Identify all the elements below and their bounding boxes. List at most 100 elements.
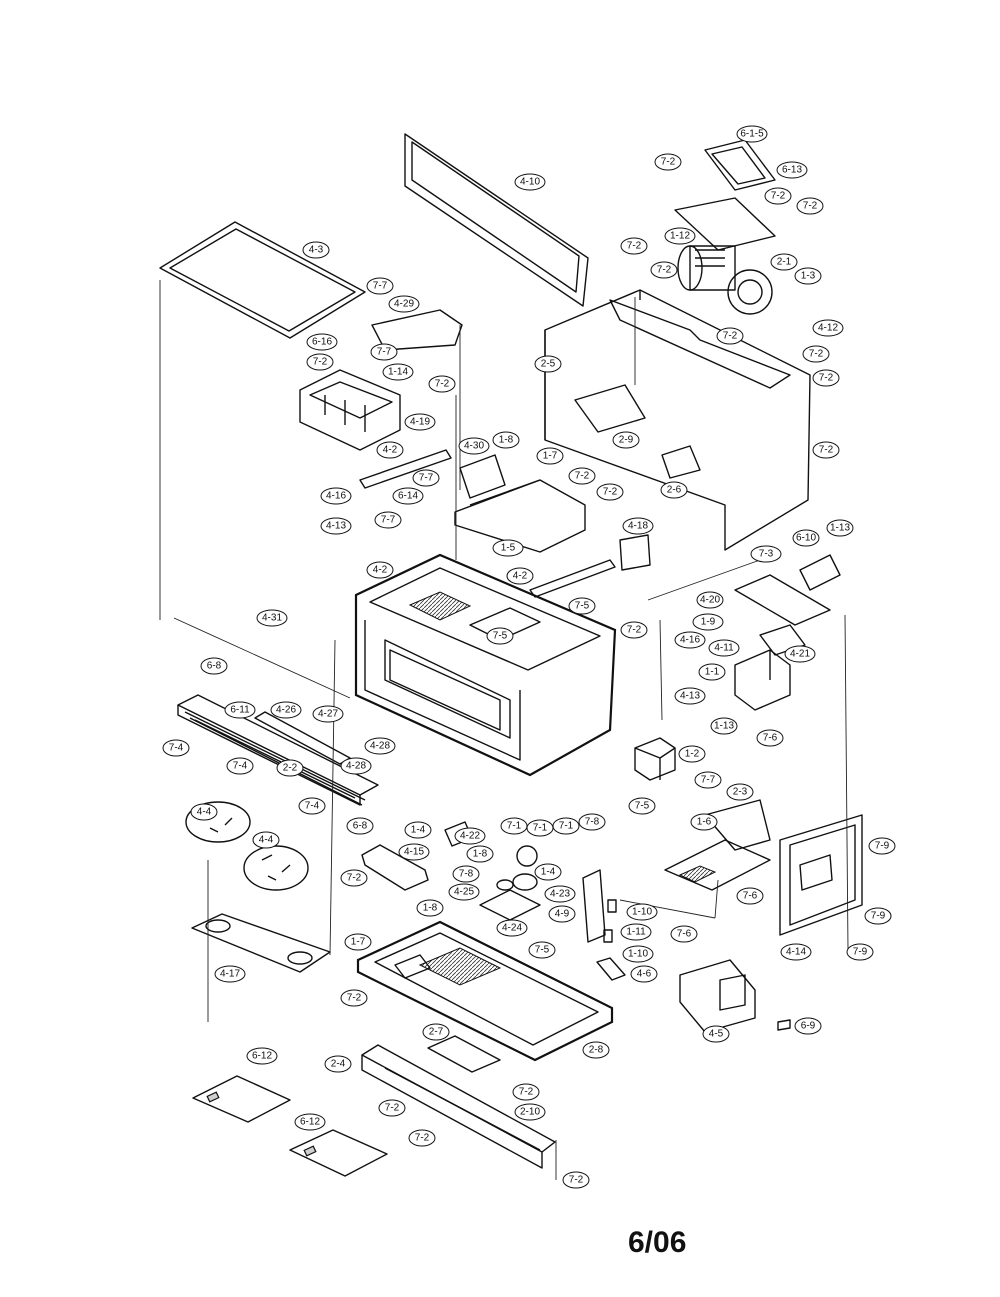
svg-text:4-4: 4-4: [259, 835, 274, 846]
svg-text:4-2: 4-2: [383, 445, 398, 456]
svg-text:7-2: 7-2: [347, 993, 362, 1004]
part-drawings: [159, 133, 863, 1180]
callout-tag: 6-11: [224, 701, 256, 719]
strip-6-11: [254, 711, 351, 765]
back-panel-4-10: [404, 133, 589, 307]
svg-text:7-2: 7-2: [435, 379, 450, 390]
main-cavity-4-7: [354, 553, 617, 777]
callout-tag: 7-4: [162, 739, 190, 757]
callout-tag: 7-9: [846, 943, 874, 961]
blower-motor-1-12: [677, 245, 773, 315]
svg-text:7-2: 7-2: [723, 331, 738, 342]
callout-tag: 6-13: [776, 161, 808, 179]
transformer-1-2: [634, 737, 676, 781]
svg-text:2-4: 2-4: [331, 1059, 346, 1070]
callout-tag: 4-4: [252, 831, 280, 849]
duct-4-5: [679, 959, 756, 1033]
callout-tag: 6-8: [346, 817, 374, 835]
svg-text:4-2: 4-2: [373, 565, 388, 576]
callout-tag: 7-7: [412, 469, 440, 487]
svg-text:1-12: 1-12: [670, 231, 690, 242]
svg-text:1-7: 1-7: [351, 937, 366, 948]
callout-tag: 4-15: [398, 843, 430, 861]
callout-tag: 6-10: [792, 529, 820, 547]
bracket-4-24: [479, 889, 541, 921]
callouts: 6-1-5 6-13 7-2 7-2 7-2 4-10 1-12 2-1 7-2…: [162, 125, 896, 1189]
svg-text:4-11: 4-11: [714, 643, 734, 654]
svg-text:7-7: 7-7: [377, 347, 392, 358]
vent-piece-6-13: [704, 139, 776, 191]
callout-tag: 7-9: [864, 907, 892, 925]
callout-tag: 2-10: [514, 1103, 546, 1121]
svg-text:7-5: 7-5: [493, 631, 508, 642]
callout-tag: 7-1: [500, 817, 528, 835]
callout-tag: 2-5: [534, 355, 562, 373]
callout-tag: 4-30: [458, 437, 490, 455]
callout-tag: 7-2: [650, 261, 678, 279]
callout-tag: 4-13: [320, 517, 352, 535]
callout-tag: 7-2: [568, 467, 596, 485]
svg-text:4-27: 4-27: [318, 709, 338, 720]
callout-tag: 2-7: [422, 1023, 450, 1041]
callout-tag: 7-2: [340, 989, 368, 1007]
callout-tag: 1-9: [692, 613, 724, 631]
callout-tag: 4-6: [630, 965, 658, 983]
callout-tag: 4-22: [454, 827, 486, 845]
callout-tag: 1-6: [690, 813, 718, 831]
callout-tag: 1-4: [404, 821, 432, 839]
callout-tag: 4-11: [708, 639, 740, 657]
callout-tag: 7-5: [568, 597, 596, 615]
callout-tag: 4-13: [674, 687, 706, 705]
svg-text:4-12: 4-12: [818, 323, 838, 334]
callout-tag: 7-6: [670, 925, 698, 943]
callout-tag: 7-2: [596, 483, 624, 501]
svg-text:6-14: 6-14: [398, 491, 418, 502]
svg-text:7-4: 7-4: [169, 743, 184, 754]
bracket-4-15: [361, 844, 429, 891]
svg-text:4-16: 4-16: [680, 635, 700, 646]
svg-text:7-2: 7-2: [657, 265, 672, 276]
callout-tag: 7-5: [486, 627, 514, 645]
svg-text:7-2: 7-2: [313, 357, 328, 368]
callout-tag: 4-5: [702, 1025, 730, 1043]
svg-text:6-10: 6-10: [796, 533, 816, 544]
svg-text:7-8: 7-8: [585, 817, 600, 828]
callout-tag: 1-7: [536, 447, 564, 465]
callout-tag: 2-8: [582, 1041, 610, 1059]
svg-text:7-6: 7-6: [743, 891, 758, 902]
callout-tag: 7-4: [298, 797, 326, 815]
callout-tag: 7-2: [620, 237, 648, 255]
svg-text:7-5: 7-5: [635, 801, 650, 812]
svg-text:1-5: 1-5: [501, 543, 516, 554]
svg-text:7-8: 7-8: [459, 869, 474, 880]
callout-tag: 6-1-5: [736, 125, 768, 143]
svg-text:1-11: 1-11: [626, 927, 646, 938]
switch-bracket-4-9: [582, 869, 617, 943]
svg-text:6-12: 6-12: [252, 1051, 272, 1062]
svg-text:2-8: 2-8: [589, 1045, 604, 1056]
outer-case-2-5: [544, 289, 811, 551]
plate-2-7: [427, 1035, 501, 1073]
svg-text:1-10: 1-10: [628, 949, 648, 960]
svg-text:4-5: 4-5: [709, 1029, 724, 1040]
svg-text:7-9: 7-9: [871, 911, 886, 922]
svg-text:1-13: 1-13: [830, 523, 850, 534]
callout-tag: 4-28: [340, 757, 372, 775]
callout-tag: 2-2: [276, 759, 304, 777]
callout-tag: 4-4: [190, 803, 218, 821]
callout-tag: 7-7: [366, 277, 394, 295]
rail-4-2-lower: [529, 559, 616, 598]
callout-tag: 4-18: [622, 517, 654, 535]
callout-tag: 1-8: [466, 845, 494, 863]
svg-text:7-4: 7-4: [233, 761, 248, 772]
svg-text:1-13: 1-13: [714, 721, 734, 732]
svg-text:2-2: 2-2: [283, 763, 298, 774]
svg-text:7-2: 7-2: [803, 201, 818, 212]
svg-text:2-3: 2-3: [733, 787, 748, 798]
svg-text:7-2: 7-2: [809, 349, 824, 360]
callout-tag: 4-28: [364, 737, 396, 755]
svg-text:4-10: 4-10: [520, 177, 540, 188]
svg-text:4-3: 4-3: [309, 245, 324, 256]
callout-tag: 4-24: [496, 919, 528, 937]
callout-tag: 4-16: [674, 631, 706, 649]
